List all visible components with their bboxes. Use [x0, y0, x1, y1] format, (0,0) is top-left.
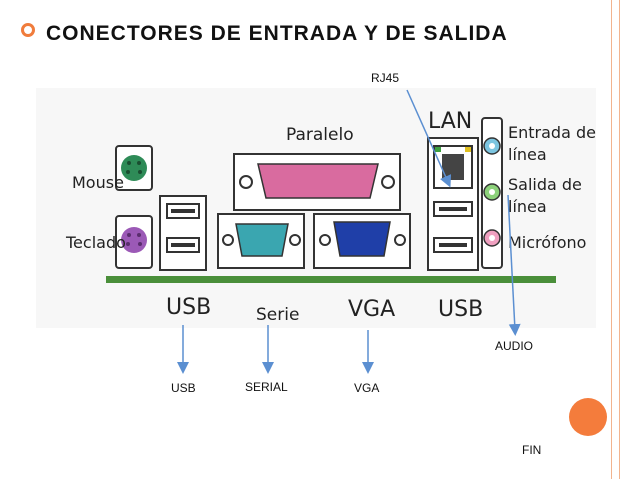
label-usb-left: USB: [166, 295, 211, 320]
label-salida-line2: línea: [508, 197, 547, 216]
label-entrada: Entrada de: [508, 123, 596, 142]
label-microfono: Micrófono: [508, 233, 586, 252]
label-vga-hand: VGA: [348, 297, 395, 322]
ps2-keyboard-port: [115, 215, 153, 269]
label-serial: SERIAL: [245, 380, 288, 394]
back-panel-diagram: Mouse Teclado Paralelo LAN Entrada de lí…: [36, 88, 596, 328]
label-teclado: Teclado: [65, 233, 126, 252]
audio-jacks: [481, 117, 503, 269]
label-entrada-line2: línea: [508, 145, 547, 164]
parallel-port: [233, 153, 401, 211]
label-salida: Salida de: [508, 175, 582, 194]
slide-title: CONECTORES DE ENTRADA Y DE SALIDA: [46, 22, 508, 45]
label-rj45: RJ45: [371, 71, 400, 85]
right-border-line-2: [619, 0, 620, 479]
label-vga: VGA: [354, 381, 380, 395]
usb-left-ports: [159, 195, 207, 271]
ps2-mouse-port: [115, 145, 153, 191]
serial-port: [217, 213, 305, 269]
lan-usb-block: [427, 137, 479, 271]
label-lan: LAN: [428, 109, 472, 134]
label-fin[interactable]: FIN: [522, 443, 542, 457]
label-audio: AUDIO: [495, 339, 534, 353]
title-bullet-icon: [21, 23, 35, 37]
arrow-rj45: [406, 89, 452, 188]
arrow-audio: [507, 194, 521, 336]
label-usb: USB: [171, 381, 196, 395]
right-border-line: [611, 0, 612, 479]
fin-circle-icon[interactable]: [569, 398, 607, 436]
label-mouse: Mouse: [72, 173, 124, 192]
vga-port: [313, 213, 411, 269]
board-strip: [106, 276, 556, 283]
label-serie: Serie: [256, 305, 299, 325]
label-usb-right: USB: [438, 297, 483, 322]
label-paralelo: Paralelo: [286, 125, 354, 145]
